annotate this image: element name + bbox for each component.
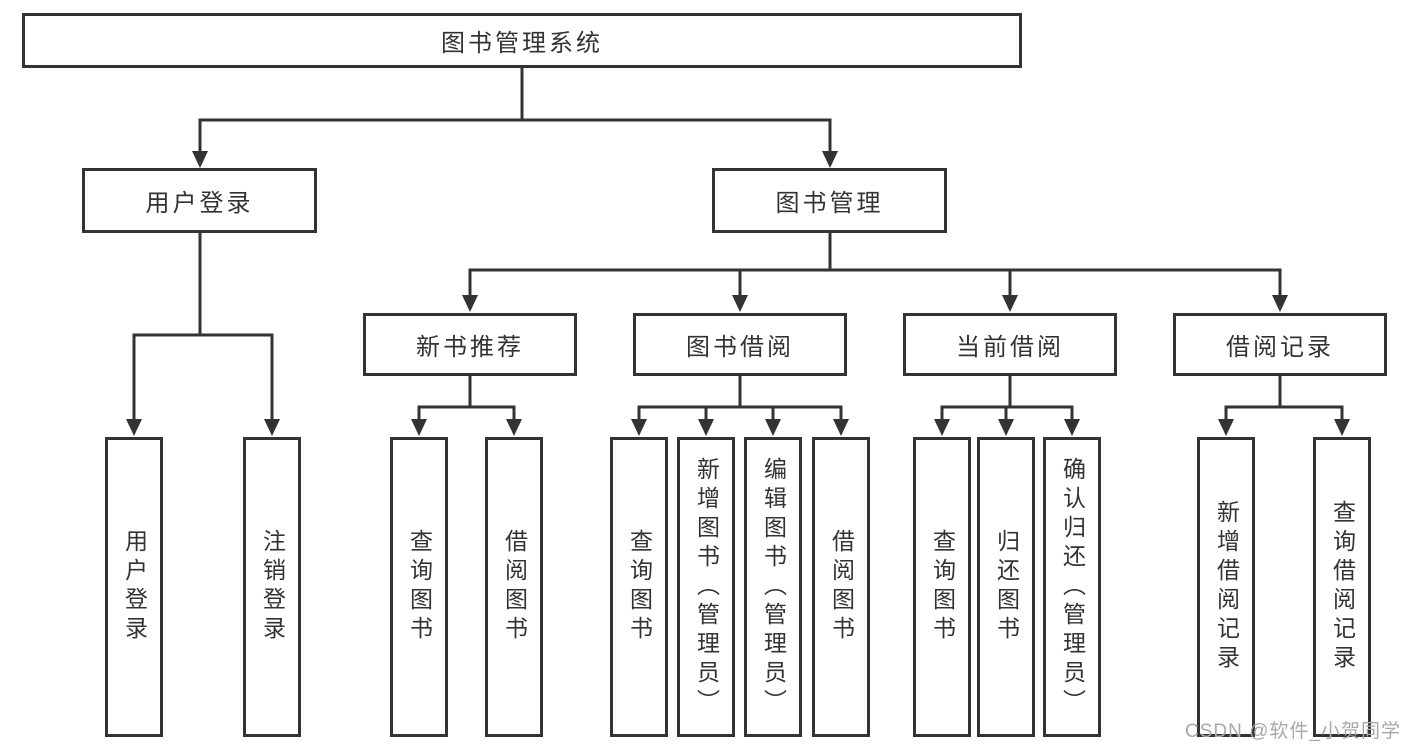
node-current-borrowing: 当前借阅 xyxy=(903,313,1117,376)
arrowheads xyxy=(126,151,1350,436)
arrowhead-icon xyxy=(1064,419,1080,436)
arrowhead-icon xyxy=(506,419,522,436)
arrowhead-icon xyxy=(833,419,849,436)
edge-bookmgmt-to-level3 xyxy=(468,229,1282,297)
leaf-borrowing-query-books: 查询图书 xyxy=(610,437,668,737)
node-book-borrowing: 图书借阅 xyxy=(633,313,847,376)
leaf-borrowing-add-books-admin: 新增图书（管理员） xyxy=(677,437,735,737)
leaf-label: 借阅图书 xyxy=(828,529,855,645)
node-label: 用户登录 xyxy=(145,190,254,217)
arrowhead-icon xyxy=(934,419,950,436)
leaf-borrowing-borrow-books: 借阅图书 xyxy=(812,437,870,737)
edge-current-to-leaves xyxy=(940,372,1074,421)
node-user-login: 用户登录 xyxy=(82,168,317,233)
leaf-user-login: 用户登录 xyxy=(105,437,163,737)
arrowhead-icon xyxy=(1334,419,1350,436)
leaf-label: 借阅图书 xyxy=(501,529,528,645)
arrowhead-icon xyxy=(264,419,280,436)
node-library-management-system: 图书管理系统 xyxy=(22,13,1022,68)
node-label: 新书推荐 xyxy=(416,334,524,361)
node-borrow-records: 借阅记录 xyxy=(1173,313,1387,376)
arrowhead-icon xyxy=(126,419,142,436)
arrowhead-icon xyxy=(1218,419,1234,436)
node-new-book-recommendation: 新书推荐 xyxy=(363,313,577,376)
leaf-label: 确认归还（管理员） xyxy=(1059,456,1086,718)
node-label: 图书借阅 xyxy=(686,334,794,361)
leaf-records-query-borrow-record: 查询借阅记录 xyxy=(1313,437,1371,737)
leaf-label: 查询图书 xyxy=(626,529,653,645)
node-label: 借阅记录 xyxy=(1226,334,1334,361)
arrowhead-icon xyxy=(192,151,208,168)
arrowhead-icon xyxy=(998,419,1014,436)
leaf-borrowing-edit-books-admin: 编辑图书（管理员） xyxy=(744,437,802,737)
node-label: 图书管理 xyxy=(775,190,884,217)
leaf-label: 编辑图书（管理员） xyxy=(760,456,787,718)
node-book-management: 图书管理 xyxy=(712,168,947,233)
leaf-label: 归还图书 xyxy=(993,529,1020,645)
leaf-label: 用户登录 xyxy=(121,529,148,645)
leaf-label: 查询图书 xyxy=(406,529,433,645)
arrowhead-icon xyxy=(462,295,478,312)
leaf-label: 查询借阅记录 xyxy=(1329,500,1356,674)
arrowhead-icon xyxy=(1272,295,1288,312)
leaf-current-return-books: 归还图书 xyxy=(977,437,1035,737)
arrowhead-icon xyxy=(732,295,748,312)
leaf-label: 查询图书 xyxy=(929,529,956,645)
edge-borrowing-to-leaves xyxy=(637,372,843,421)
leaf-label: 注销登录 xyxy=(259,529,286,645)
node-label: 图书管理系统 xyxy=(441,30,603,57)
leaf-newbook-borrow-books: 借阅图书 xyxy=(485,437,543,737)
leaf-records-add-borrow-record: 新增借阅记录 xyxy=(1197,437,1255,737)
arrowhead-icon xyxy=(698,419,714,436)
connector-strokes xyxy=(132,64,1344,421)
arrowhead-icon xyxy=(411,419,427,436)
leaf-label: 新增借阅记录 xyxy=(1213,500,1240,674)
edge-userlogin-to-leaves xyxy=(132,229,274,421)
leaf-logout: 注销登录 xyxy=(243,437,301,737)
arrowhead-icon xyxy=(822,151,838,168)
arrowhead-icon xyxy=(765,419,781,436)
edge-records-to-leaves xyxy=(1224,372,1344,421)
arrowhead-icon xyxy=(631,419,647,436)
leaf-current-query-books: 查询图书 xyxy=(913,437,971,737)
csdn-watermark: CSDN @软件_小贺同学 xyxy=(1185,721,1401,742)
leaf-current-confirm-return-admin: 确认归还（管理员） xyxy=(1043,437,1101,737)
arrowhead-icon xyxy=(1002,295,1018,312)
node-label: 当前借阅 xyxy=(956,334,1064,361)
leaf-newbook-query-books: 查询图书 xyxy=(390,437,448,737)
edge-newbook-to-leaves xyxy=(417,372,516,421)
leaf-label: 新增图书（管理员） xyxy=(693,456,720,718)
edge-root-to-level2 xyxy=(198,64,832,153)
